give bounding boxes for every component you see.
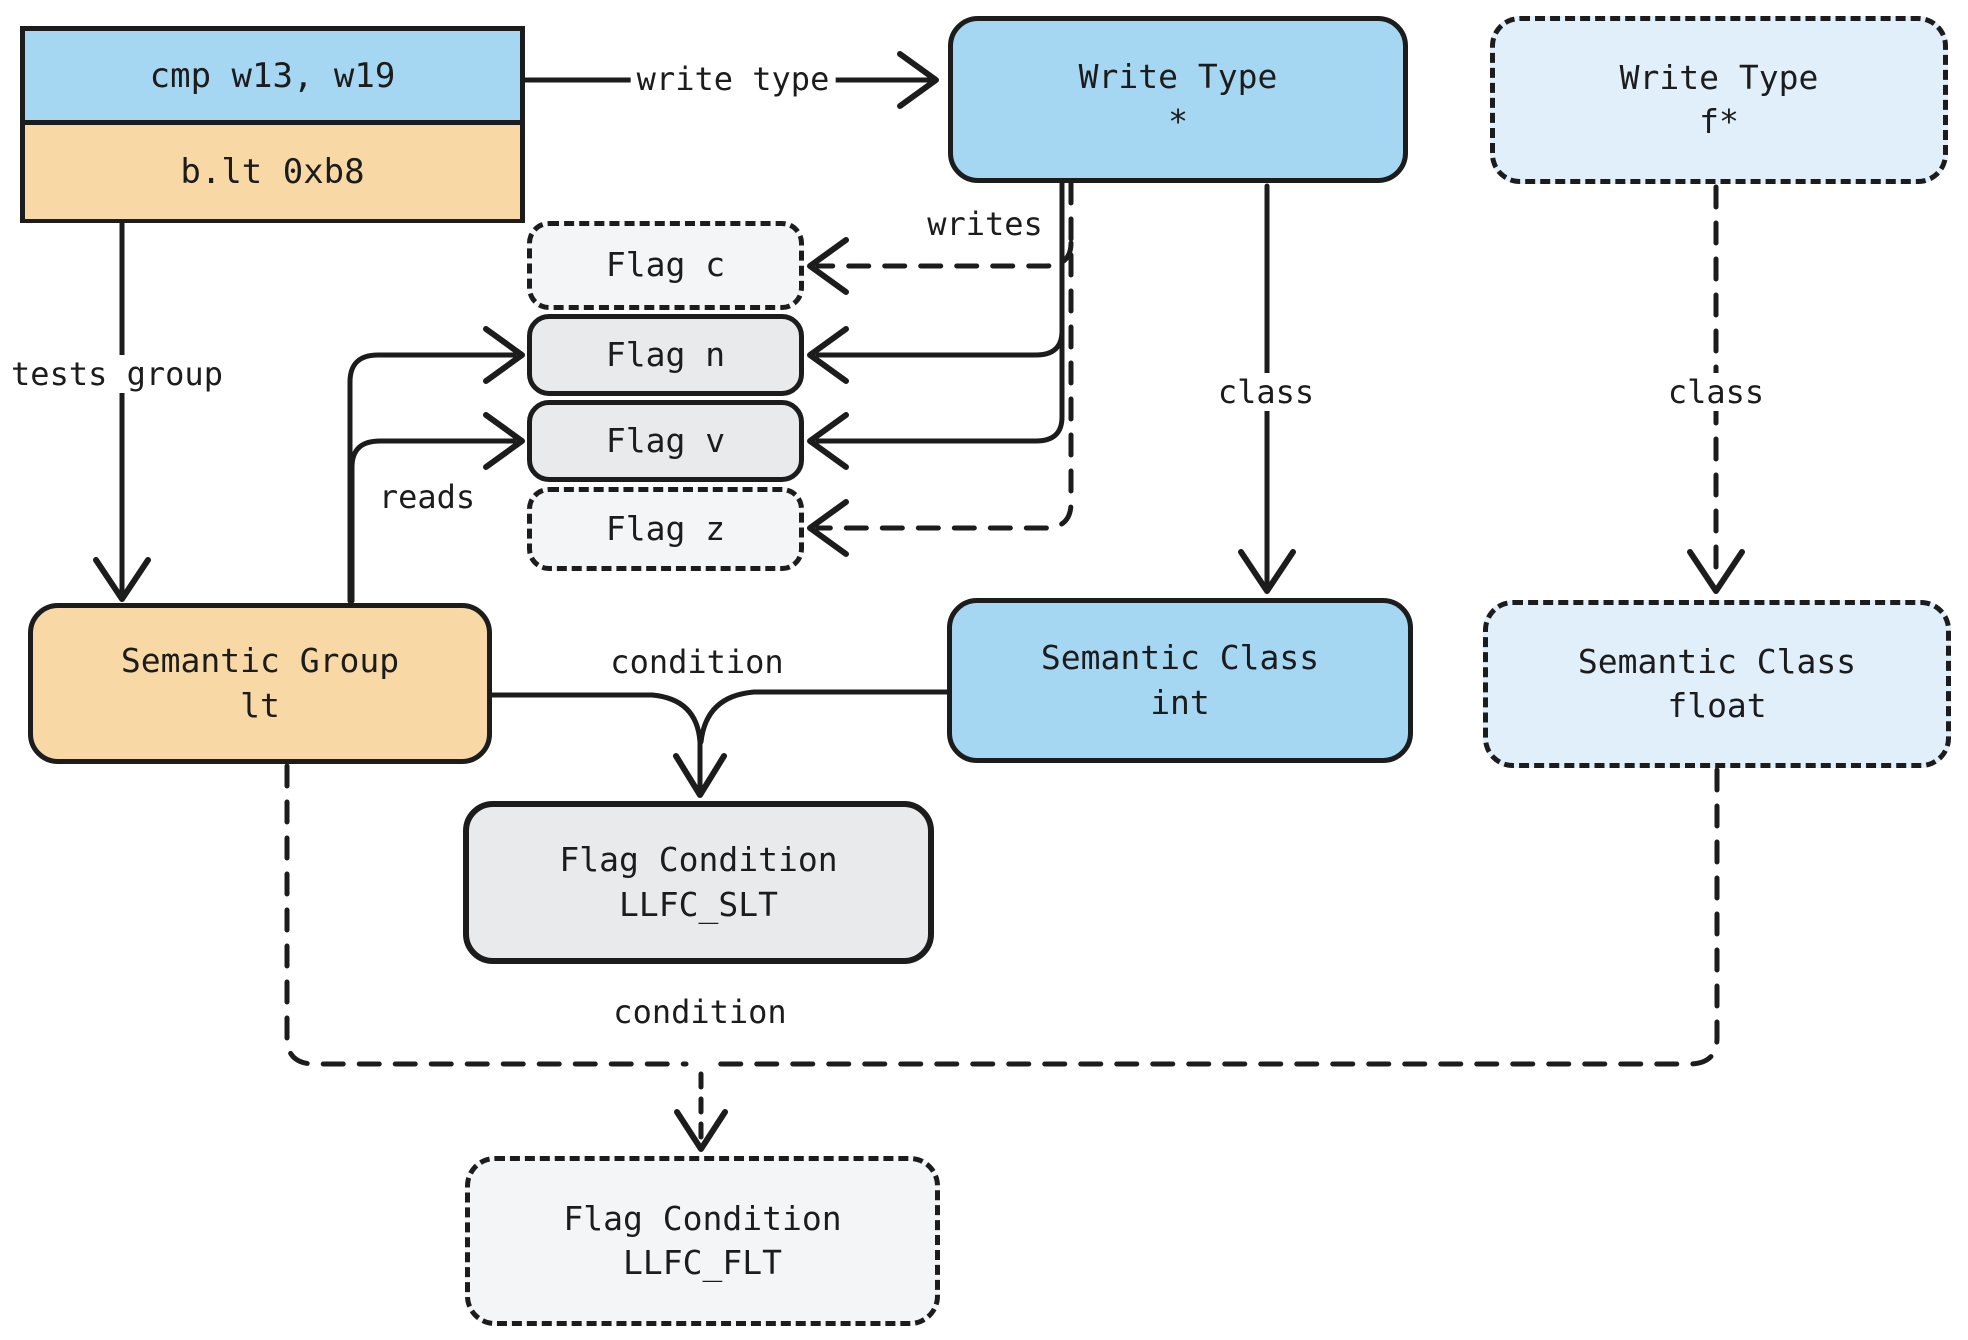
node-flag-z: Flag z [527,487,804,571]
node-flag-z-label: Flag z [605,508,726,548]
node-write-type-float-title: Write Type [1619,57,1819,97]
node-semantic-group: Semantic Group lt [28,603,492,764]
edge-label-reads: reads [378,478,476,516]
node-flag-condition-slt: Flag Condition LLFC_SLT [463,801,934,964]
node-write-type-float-value: f* [1699,102,1739,141]
node-semantic-class-int-title: Semantic Class [1040,638,1320,678]
node-semantic-class-float-value: float [1667,686,1767,725]
edge-label-class-int: class [1211,373,1321,411]
node-flag-v-label: Flag v [605,420,726,460]
node-semantic-class-float-title: Semantic Class [1577,641,1857,681]
edge-label-condition-float: condition [613,993,787,1031]
node-flag-condition-flt: Flag Condition LLFC_FLT [465,1156,940,1326]
node-write-type-int-title: Write Type [1078,57,1278,97]
node-semantic-group-value: lt [240,685,280,725]
node-flag-c: Flag c [527,221,804,310]
instruction-box: cmp w13, w19 b.lt 0xb8 [20,26,525,223]
node-flag-n-label: Flag n [605,334,726,374]
node-write-type-int-value: * [1168,101,1188,141]
instruction-compare: cmp w13, w19 [25,31,520,125]
node-semantic-class-int-value: int [1150,682,1210,722]
edge-reads [347,326,525,604]
node-semantic-class-float: Semantic Class float [1483,600,1951,768]
node-flag-condition-slt-title: Flag Condition [559,840,838,880]
edge-label-tests-group: tests group [5,355,229,393]
node-flag-c-label: Flag c [605,245,726,285]
instruction-compare-text: cmp w13, w19 [149,55,396,96]
edge-tests-group [93,220,151,602]
node-flag-condition-slt-value: LLFC_SLT [619,884,778,924]
node-semantic-group-title: Semantic Group [120,641,400,681]
node-flag-v: Flag v [527,400,804,482]
instruction-branch: b.lt 0xb8 [25,125,520,219]
edge-label-class-float: class [1661,373,1771,411]
edge-label-write-type: write type [630,60,836,98]
instruction-branch-text: b.lt 0xb8 [180,152,365,192]
edge-label-condition-int: condition [610,643,784,681]
node-write-type-int: Write Type * [948,16,1408,183]
node-flag-n: Flag n [527,314,804,396]
edge-label-writes: writes [927,205,1043,243]
node-flag-condition-flt-title: Flag Condition [563,1198,842,1238]
edge-condition-int [489,689,950,798]
node-write-type-float: Write Type f* [1490,16,1948,184]
node-flag-condition-flt-value: LLFC_FLT [623,1243,782,1282]
node-semantic-class-int: Semantic Class int [947,598,1413,763]
